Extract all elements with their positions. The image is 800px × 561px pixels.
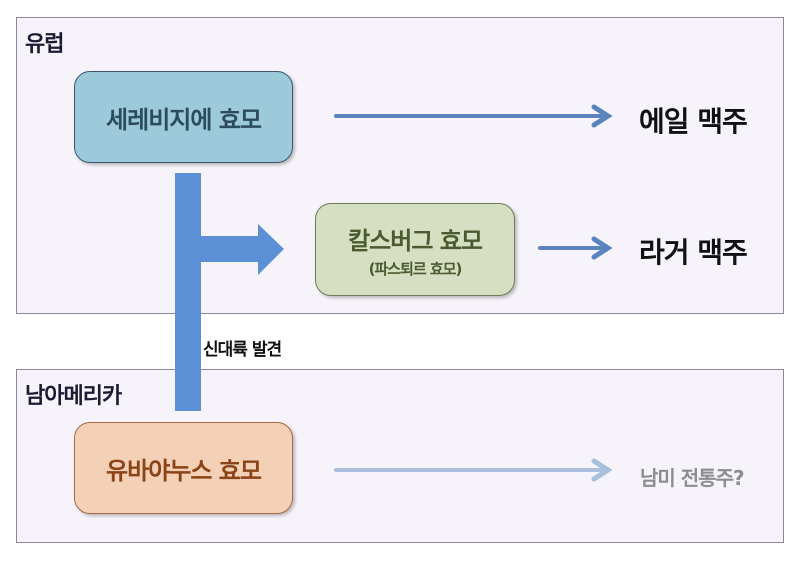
- node-saccharomyces-cerevisiae: 세레비지에 효모: [74, 71, 293, 163]
- result-south-america-traditional: 남미 전통주?: [640, 466, 745, 490]
- node-saccharomyces-carlsbergensis: 칼스버그 효모 (파스퇴르 효모): [315, 203, 515, 296]
- node-label: 유바야누스 효모: [106, 456, 262, 485]
- node-label: 세레비지에 효모: [106, 105, 262, 134]
- result-lager-beer: 라거 맥주: [639, 236, 748, 269]
- region-title-europe: 유럽: [25, 32, 64, 57]
- node-saccharomyces-eubayanus: 유바야누스 효모: [74, 422, 293, 514]
- region-title-south-america: 남아메리카: [25, 384, 122, 409]
- node-sublabel: (파스퇴르 효모): [368, 259, 463, 278]
- discovery-label: 신대륙 발견: [203, 340, 282, 360]
- node-label: 칼스버그 효모: [348, 226, 483, 255]
- result-ale-beer: 에일 맥주: [639, 105, 748, 138]
